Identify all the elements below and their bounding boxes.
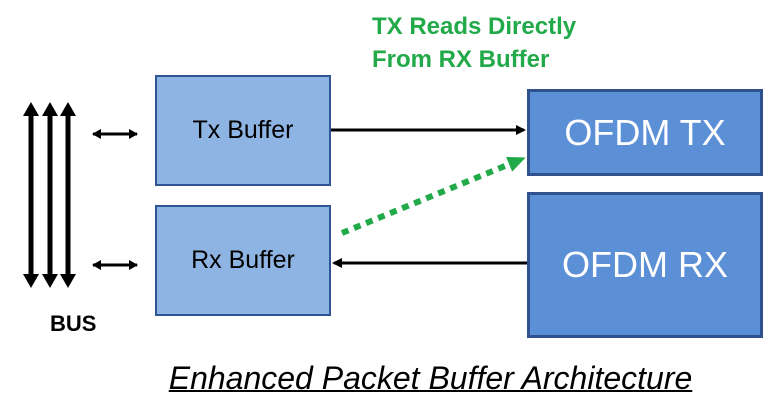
annotation-line-2: From RX Buffer [372,46,550,73]
tx-buffer-block: Tx Buffer [155,75,331,186]
ofdm-tx-label: OFDM TX [564,111,726,153]
bus-lines [23,102,76,288]
rx-buffer-block: Rx Buffer [155,205,331,316]
annotation-text: TX Reads Directly From RX Buffer [372,10,576,76]
ofdm-tx-block: OFDM TX [527,89,763,176]
rx-buffer-label: Rx Buffer [191,246,295,274]
bus-label: BUS [50,311,97,336]
ofdm-rx-label: OFDM RX [562,244,728,285]
tx-buffer-label: Tx Buffer [192,116,294,144]
ofdm-rx-block: OFDM RX [527,192,763,338]
annotation-line-1: TX Reads Directly [372,13,577,40]
rx-buffer-to-ofdm-tx-dotted-arrow [340,156,526,236]
diagram-caption: Enhanced Packet Buffer Architecture [168,360,693,396]
